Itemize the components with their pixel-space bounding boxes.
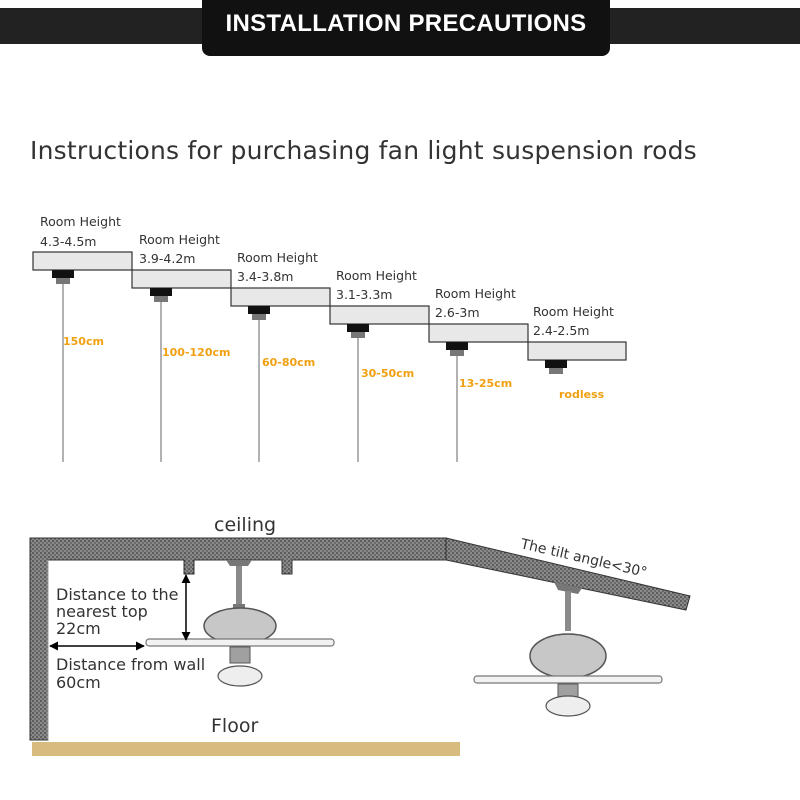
ceiling-fan-tilted bbox=[473, 582, 663, 717]
room-height-range-4: 3.1-3.3m bbox=[336, 287, 392, 302]
room-height-label-6: Room Height bbox=[533, 304, 614, 319]
room-height-label-5: Room Height bbox=[435, 286, 516, 301]
step-block-6 bbox=[527, 341, 627, 361]
room-height-range-2: 3.9-4.2m bbox=[139, 251, 195, 266]
wall-distance-value: 60cm bbox=[56, 673, 101, 692]
rod-length-label-2: 100-120cm bbox=[162, 346, 230, 359]
room-height-range-1: 4.3-4.5m bbox=[40, 234, 96, 249]
mount-4 bbox=[347, 324, 369, 462]
rod-length-label-1: 150cm bbox=[63, 335, 104, 348]
room-height-range-5: 2.6-3m bbox=[435, 305, 480, 320]
top-distance-label-line1: Distance to the bbox=[56, 585, 178, 604]
room-height-label-4: Room Height bbox=[336, 268, 417, 283]
installation-diagram: ceiling Floor Distance to the nearest to… bbox=[29, 514, 691, 756]
rod-length-label-4: 30-50cm bbox=[361, 367, 414, 380]
step-block-2 bbox=[131, 269, 232, 289]
room-height-label-1: Room Height bbox=[40, 214, 121, 229]
ceiling-label: ceiling bbox=[214, 514, 276, 536]
rod-length-label-5: 13-25cm bbox=[459, 377, 512, 390]
banner-tab bbox=[202, 0, 610, 56]
room-height-range-6: 2.4-2.5m bbox=[533, 323, 589, 338]
room-height-label-3: Room Height bbox=[237, 250, 318, 265]
top-distance-label-line2: nearest top bbox=[56, 602, 148, 621]
room-height-staircase: Room Height 4.3-4.5m Room Height 3.9-4.2… bbox=[32, 214, 627, 462]
mount-3 bbox=[248, 306, 270, 462]
wall-distance-label: Distance from wall bbox=[56, 655, 205, 674]
floor-label: Floor bbox=[211, 715, 258, 737]
sloped-ceiling bbox=[445, 537, 691, 611]
step-block-5 bbox=[428, 323, 529, 343]
room-height-label-2: Room Height bbox=[139, 232, 220, 247]
step-block-1 bbox=[32, 251, 133, 271]
step-block-4 bbox=[329, 305, 430, 325]
rod-length-label-3: 60-80cm bbox=[262, 356, 315, 369]
banner-title: INSTALLATION PRECAUTIONS bbox=[225, 10, 587, 37]
ceiling-fan-left bbox=[145, 560, 335, 687]
mount-6 bbox=[545, 360, 567, 374]
floor bbox=[32, 742, 460, 756]
mount-2 bbox=[150, 288, 172, 462]
step-block-3 bbox=[230, 287, 331, 307]
mount-1 bbox=[52, 270, 74, 462]
rod-length-label-6: rodless bbox=[559, 388, 605, 401]
room-height-range-3: 3.4-3.8m bbox=[237, 269, 293, 284]
top-distance-value: 22cm bbox=[56, 619, 101, 638]
page-subtitle: Instructions for purchasing fan light su… bbox=[30, 136, 697, 165]
mount-5 bbox=[446, 342, 468, 462]
